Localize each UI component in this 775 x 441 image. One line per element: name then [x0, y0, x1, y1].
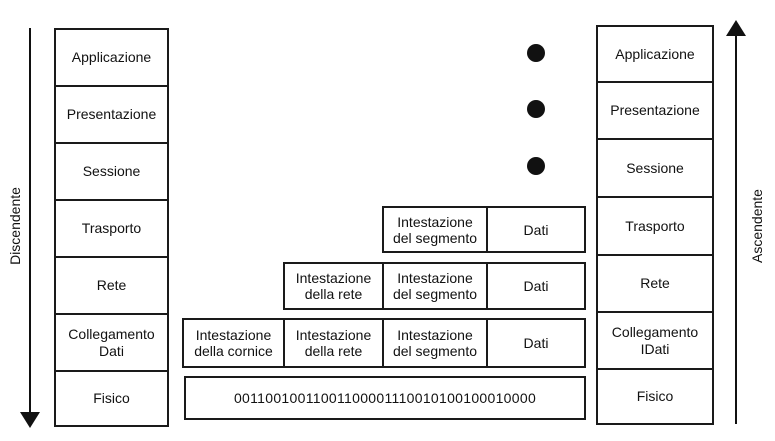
application-data-dot [527, 44, 545, 62]
frame-pdu: Intestazione della cornice Intestazione … [182, 318, 586, 368]
sender-layer-application: Applicazione [56, 30, 167, 87]
receiver-layer-application: Applicazione [598, 27, 712, 83]
segment-header: Intestazione del segmento [384, 208, 488, 251]
presentation-data-dot [527, 100, 545, 118]
sender-osi-stack: Applicazione Presentazione Sessione Tras… [54, 28, 169, 427]
descending-label: Discendente [7, 187, 23, 265]
sender-layer-datalink: Collegamento Dati [56, 315, 167, 372]
packet-data: Dati [523, 278, 549, 294]
sender-layer-physical: Fisico [93, 390, 130, 406]
packet-segment-header: Intestazione del segmento [384, 264, 488, 308]
sender-layer-network: Rete [56, 258, 167, 315]
receiver-layer-transport: Trasporto [598, 198, 712, 256]
ascending-label: Ascendente [749, 189, 765, 263]
physical-bitstream: 00110010011001100001110010100100010000 [184, 376, 586, 420]
session-data-dot [527, 157, 545, 175]
frame-header: Intestazione della cornice [184, 320, 285, 366]
receiver-layer-physical: Fisico [636, 388, 674, 404]
packet-pdu: Intestazione della rete Intestazione del… [283, 262, 586, 310]
receiver-layer-presentation: Presentazione [598, 83, 712, 140]
receiver-layer-network: Rete [598, 256, 712, 313]
receiver-layer-session: Sessione [598, 140, 712, 198]
sender-layer-transport: Trasporto [56, 201, 167, 258]
sender-layer-presentation: Presentazione [56, 87, 167, 144]
segment-pdu: Intestazione del segmento Dati [382, 206, 586, 253]
frame-network-header: Intestazione della rete [285, 320, 384, 366]
receiver-layer-datalink: Collegamento IDati [598, 313, 712, 370]
packet-network-header: Intestazione della rete [285, 264, 384, 308]
frame-segment-header: Intestazione del segmento [384, 320, 488, 366]
sender-layer-session: Sessione [56, 144, 167, 201]
frame-data: Dati [523, 335, 549, 351]
segment-data: Dati [523, 221, 549, 238]
receiver-osi-stack: Applicazione Presentazione Sessione Tras… [596, 25, 714, 425]
